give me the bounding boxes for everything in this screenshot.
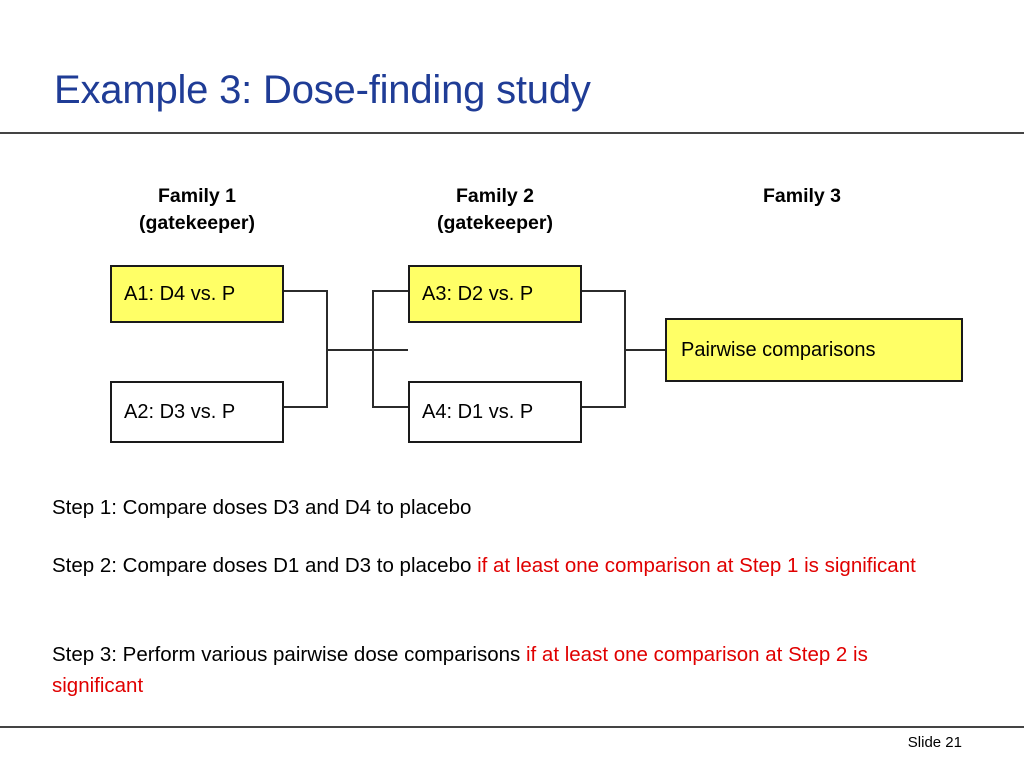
step-3-text: Step 3: Perform various pairwise dose co…	[52, 639, 942, 701]
node-a3[interactable]: A3: D2 vs. P	[408, 265, 582, 323]
connector-a3-out	[582, 290, 626, 292]
family-3-header: Family 3	[762, 185, 842, 207]
connector-in-a4	[372, 406, 410, 408]
node-pairwise-comparisons[interactable]: Pairwise comparisons	[665, 318, 963, 382]
page-title: Example 3: Dose-finding study	[54, 68, 591, 112]
node-a1[interactable]: A1: D4 vs. P	[110, 265, 284, 323]
node-a4[interactable]: A4: D1 vs. P	[408, 381, 582, 443]
step-2-condition: if at least one comparison at Step 1 is …	[477, 554, 916, 577]
slide-number: Slide 21	[907, 734, 962, 751]
connector-family1-to-family2	[326, 349, 408, 351]
family-1-header: Family 1 (gatekeeper)	[139, 185, 255, 234]
step-3-condition: if at least one comparison at Step 2 is …	[52, 643, 868, 697]
footer-divider	[0, 726, 1024, 728]
title-divider	[0, 132, 1024, 134]
connector-a1-out	[284, 290, 328, 292]
connector-family2-split	[372, 290, 374, 408]
step-1-main: Step 1: Compare doses D3 and D4 to place…	[52, 496, 472, 519]
step-2-main: Step 2: Compare doses D1 and D3 to place…	[52, 554, 478, 577]
family-2-header: Family 2 (gatekeeper)	[437, 185, 553, 234]
step-1-text: Step 1: Compare doses D3 and D4 to place…	[52, 492, 942, 523]
connector-in-a3	[372, 290, 410, 292]
step-3-main: Step 3: Perform various pairwise dose co…	[52, 643, 526, 666]
connector-a4-out	[582, 406, 626, 408]
connector-a2-out	[284, 406, 328, 408]
step-2-text: Step 2: Compare doses D1 and D3 to place…	[52, 550, 942, 581]
node-a2[interactable]: A2: D3 vs. P	[110, 381, 284, 443]
connector-family2-to-family3	[624, 349, 667, 351]
